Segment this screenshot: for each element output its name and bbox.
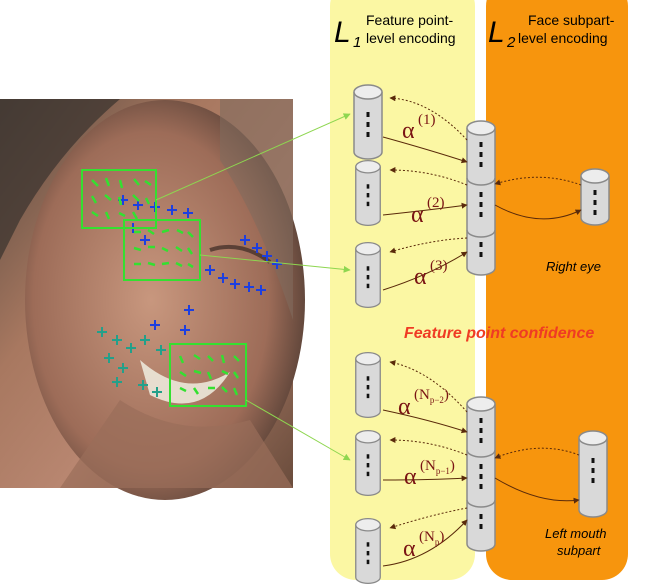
eye-markers	[118, 195, 282, 335]
left-mouth-label-line2: subpart	[557, 543, 602, 558]
svg-text:α: α	[414, 264, 427, 290]
l2-title-line2: level encoding	[518, 30, 608, 46]
patch-to-node-arrows	[155, 113, 351, 461]
l1-node-6	[355, 517, 381, 585]
alpha-label-2: α (2)	[411, 195, 445, 228]
alpha-label-5: α (Np−1)	[404, 458, 455, 490]
svg-text:(Np−1): (Np−1)	[420, 458, 455, 476]
l1-node-4	[355, 351, 381, 419]
l1-panel	[330, 0, 475, 580]
l2-letter: L	[488, 16, 505, 49]
alpha-label-4: α (Np−2)	[398, 387, 449, 420]
l1-title-line2: level encoding	[366, 30, 456, 46]
svg-text:α: α	[403, 536, 416, 562]
svg-text:(2): (2)	[427, 195, 445, 211]
svg-text:α: α	[411, 202, 424, 228]
svg-text:(Np−2): (Np−2)	[414, 387, 449, 405]
alpha-label-3: α (3)	[414, 258, 448, 290]
l1-node-5	[355, 429, 381, 497]
l2-stack-top	[466, 120, 496, 276]
left-mouth-node	[578, 430, 608, 518]
l1-subscript: 1	[353, 34, 361, 51]
alpha-label-1: α (1)	[402, 112, 436, 144]
alpha-label-6: α (Np)	[403, 529, 444, 562]
face-photo	[0, 99, 305, 500]
svg-text:α: α	[398, 394, 411, 420]
feature-point-confidence-label: Feature point confidence	[404, 325, 594, 342]
l2-title-line1: Face subpart-	[528, 12, 615, 28]
l1-letter: L	[334, 16, 351, 49]
right-eye-label: Right eye	[546, 259, 601, 274]
node-arrows	[382, 95, 582, 567]
svg-text:α: α	[402, 118, 415, 144]
l2-stack-bottom	[466, 396, 496, 552]
patch-1	[81, 169, 157, 229]
left-mouth-label-line1: Left mouth	[545, 526, 606, 541]
svg-text:(1): (1)	[418, 112, 436, 128]
svg-text:(3): (3)	[430, 258, 448, 274]
svg-text:(Np): (Np)	[419, 529, 444, 547]
mouth-markers	[97, 327, 166, 397]
l1-node-2	[355, 159, 381, 227]
l1-title-line1: Feature point-	[366, 12, 453, 28]
patch-2	[123, 219, 201, 281]
l2-subscript: 2	[506, 34, 516, 51]
patch-3	[169, 343, 247, 407]
l1-node-3	[355, 241, 381, 309]
right-eye-node	[580, 168, 610, 226]
l1-node-1	[353, 84, 383, 160]
svg-text:α: α	[404, 464, 417, 490]
